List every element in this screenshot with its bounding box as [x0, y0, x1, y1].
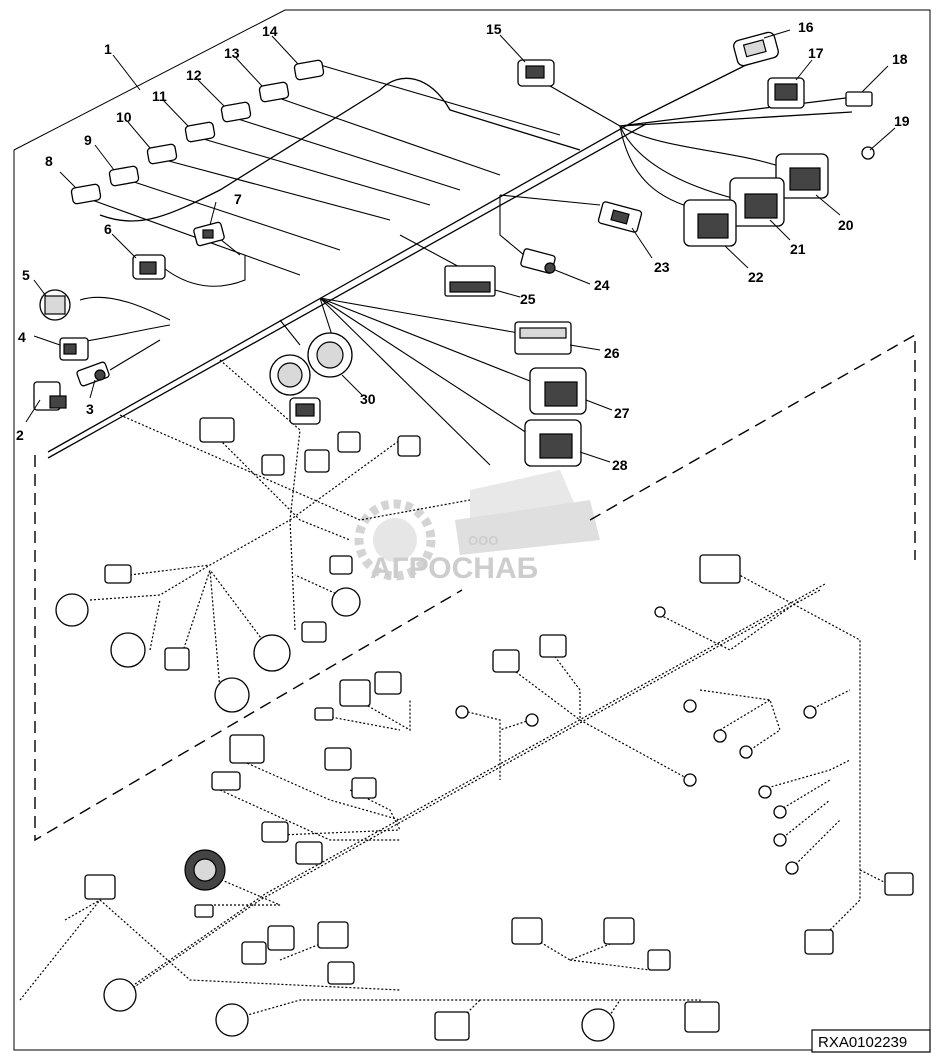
connector-6	[132, 254, 166, 280]
connector-13	[258, 81, 290, 103]
connector-8	[70, 183, 102, 205]
callout-19: 19	[894, 113, 910, 129]
connector-22	[683, 199, 737, 247]
connector-28	[524, 419, 582, 467]
callout-26: 26	[604, 345, 620, 361]
callout-22: 22	[748, 269, 764, 285]
callout-1: 1	[104, 41, 112, 57]
reference-code: RXA0102239	[818, 1034, 907, 1051]
callout-labels: 1 2 3 4 5 6 7 8 9 10 11 12 13 14 15 16 1…	[16, 19, 910, 473]
callout-16: 16	[798, 19, 814, 35]
callout-30: 30	[360, 391, 376, 407]
connector-12	[220, 101, 252, 123]
callout-2: 2	[16, 427, 24, 443]
watermark-prefix: ООО	[468, 533, 498, 548]
callout-13: 13	[224, 45, 240, 61]
callout-14: 14	[262, 23, 278, 39]
callout-4: 4	[18, 329, 26, 345]
callout-9: 9	[84, 132, 92, 148]
connector-23	[597, 201, 643, 233]
callout-5: 5	[22, 267, 30, 283]
callout-24: 24	[594, 277, 610, 293]
reference-code-box: RXA0102239	[811, 1029, 931, 1053]
connector-2	[33, 381, 67, 411]
callout-17: 17	[808, 45, 824, 61]
callout-leaders	[25, 29, 896, 463]
callout-20: 20	[838, 217, 854, 233]
watermark-brand: АГРОСНАБ	[370, 552, 538, 585]
connector-19-ring-terminal	[861, 146, 875, 160]
connector-25	[444, 265, 496, 297]
connector-20	[775, 153, 829, 199]
connector-26	[514, 321, 572, 355]
connector-15	[517, 59, 555, 87]
connector-5	[39, 289, 71, 321]
optional-harness-boundary	[34, 333, 916, 842]
connector-27	[529, 367, 587, 415]
connector-18	[845, 91, 873, 107]
connector-17	[767, 77, 805, 109]
callout-6: 6	[104, 221, 112, 237]
secondary-harness-wires	[19, 359, 901, 1031]
callout-23: 23	[654, 259, 670, 275]
connector-16	[733, 31, 779, 67]
connectors-secondary	[55, 417, 914, 1042]
callout-25: 25	[520, 291, 536, 307]
connector-14	[293, 59, 325, 81]
harness-outline-frame	[13, 9, 931, 1051]
connector-3	[76, 361, 110, 387]
watermark-logo: ООО АГРОСНАБ	[354, 470, 600, 585]
callout-15: 15	[486, 21, 502, 37]
connector-30	[269, 332, 353, 425]
connector-4	[59, 337, 89, 361]
connector-24	[520, 248, 556, 274]
callout-11: 11	[152, 88, 167, 104]
callout-10: 10	[116, 109, 132, 125]
connectors-main	[33, 31, 875, 467]
callout-7: 7	[234, 191, 242, 207]
callout-12: 12	[186, 67, 202, 83]
callout-21: 21	[790, 241, 806, 257]
connector-9	[108, 165, 140, 187]
callout-3: 3	[86, 401, 94, 417]
connector-7	[193, 221, 225, 247]
callout-28: 28	[612, 457, 628, 473]
callout-8: 8	[45, 153, 53, 169]
connector-10	[146, 143, 178, 165]
main-harness-trunk	[47, 57, 871, 466]
callout-27: 27	[614, 405, 630, 421]
callout-18: 18	[892, 51, 908, 67]
connector-11	[184, 121, 216, 143]
connector-21	[729, 177, 785, 227]
